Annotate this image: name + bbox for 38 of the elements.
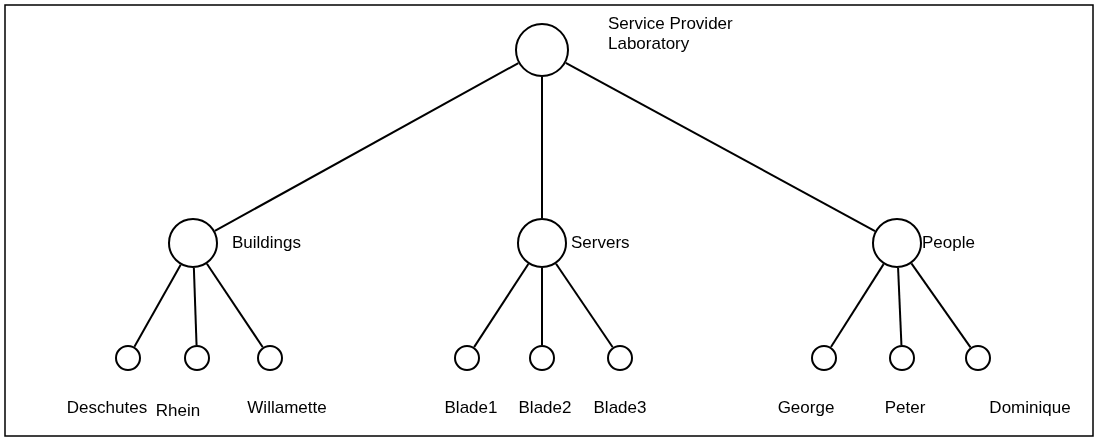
node-label: Servers — [571, 233, 630, 253]
circle-node — [257, 345, 283, 371]
connector-line — [541, 267, 543, 346]
circle-node — [115, 345, 141, 371]
circle-node — [607, 345, 633, 371]
node-label: Blade2 — [518, 398, 572, 418]
connector-line — [564, 61, 877, 233]
node-label: Service Provider Laboratory — [608, 14, 734, 54]
node-label: Blade3 — [593, 398, 647, 418]
node-label: Dominique — [989, 398, 1071, 418]
circle-node — [965, 345, 991, 371]
circle-node — [889, 345, 915, 371]
connector-line — [541, 76, 543, 219]
node-label: Rhein — [155, 401, 201, 421]
circle-node — [872, 218, 922, 268]
circle-node — [811, 345, 837, 371]
connector-line — [829, 263, 885, 349]
node-label: Deschutes — [66, 398, 148, 418]
connector-line — [555, 262, 614, 349]
connector-line — [473, 262, 530, 349]
connector-line — [897, 267, 903, 346]
node-label: People — [922, 233, 975, 253]
circle-node — [517, 218, 567, 268]
connector-line — [133, 263, 182, 348]
circle-node — [184, 345, 210, 371]
connector-line — [213, 62, 520, 232]
node-label: Peter — [884, 398, 926, 418]
connector-line — [192, 267, 198, 346]
circle-node — [454, 345, 480, 371]
node-label: Blade1 — [444, 398, 498, 418]
circle-node — [529, 345, 555, 371]
connector-line — [910, 262, 972, 349]
node-label: Buildings — [232, 233, 301, 253]
circle-node — [515, 23, 569, 77]
node-label: George — [777, 398, 835, 418]
connector-line — [205, 262, 264, 349]
node-label: Willamette — [247, 398, 327, 418]
circle-node — [168, 218, 218, 268]
